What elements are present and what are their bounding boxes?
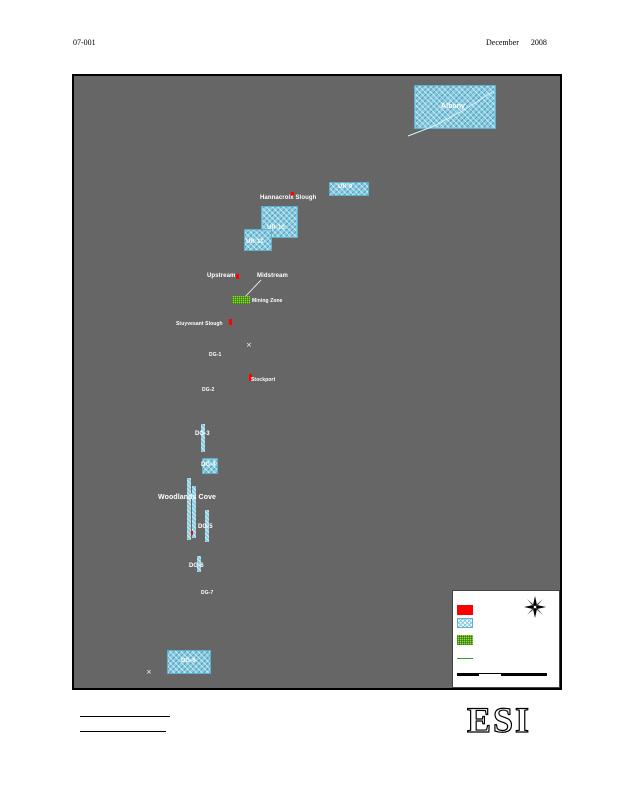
date-year: 2008 [530,38,547,47]
label-albany: Albany [441,103,465,110]
river-line-albany [407,91,493,137]
date-month: December [486,38,519,47]
leader-line-mining [242,279,262,300]
legend-swatch-hatched [457,618,473,628]
document-id: 07-001 [73,38,96,47]
label-dg-5: DG-5 [198,524,213,530]
label-stuyvesant-slough: Stuyvesant Slough [176,321,223,327]
label-dg-4: DG-4 [201,462,216,468]
site-stuyvesant-slough [229,319,232,325]
zone-ur-11 [244,229,272,251]
zone-dg-8 [167,650,211,674]
zone-dg-4 [202,458,218,474]
esi-logo: ESI [466,700,532,740]
site-hannacroix-slough [291,192,294,196]
zone-woodlands-sliver-a [187,478,191,540]
x-mark-icon: × [246,341,252,349]
legend-line-green [457,658,473,659]
zone-dg-3 [201,424,205,452]
label-dg-6: DG-6 [189,563,204,569]
legend-swatch-red [457,605,473,615]
zone-mining [232,296,250,304]
map-frame[interactable]: Albany UR-9 Hannacroix Slough UR-10 UR-1… [72,74,562,690]
label-dg-1: DG-1 [209,352,222,358]
label-woodlands-cove: Woodlands Cove [158,494,217,501]
legend-swatch-green [457,635,473,645]
label-hannacroix-slough: Hannacroix Slough [260,195,317,201]
label-mining-zone: Mining Zone [252,298,283,304]
map-legend [452,590,560,688]
site-stockport [249,374,252,381]
label-upstream: Upstream [207,273,236,279]
label-dg-3: DG-3 [195,431,210,437]
document-date: December 2008 [486,38,547,47]
x-mark-icon-south: × [146,668,152,676]
zone-woodlands-sliver-b [192,486,196,538]
label-ur-11: UR-11 [246,239,264,245]
label-dg-7: DG-7 [201,590,214,596]
site-woodlands-cove [191,531,193,535]
scale-bar [457,673,547,676]
zone-dg-6 [197,556,201,572]
label-midstream: Midstream [257,273,288,279]
label-dg-8: DG-8 [181,658,196,664]
signature-line-2 [80,731,166,732]
site-upstream [236,274,239,279]
zone-ur-9 [329,182,369,196]
signature-line-1 [80,716,170,717]
label-dg-2: DG-2 [202,387,215,393]
compass-icon [524,596,546,618]
label-ur-10: UR-10 [267,225,285,231]
zone-dg-5 [205,510,209,542]
zone-albany [414,85,496,129]
label-stockport: Stockport [251,377,276,383]
label-ur-9: UR-9 [338,184,353,190]
